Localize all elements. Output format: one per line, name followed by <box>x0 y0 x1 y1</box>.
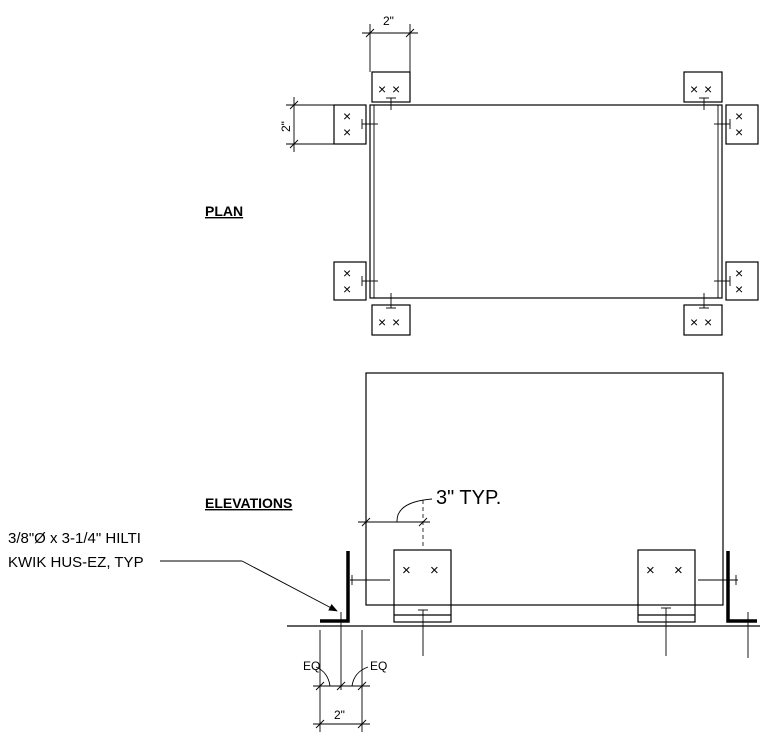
plan-title: PLAN <box>205 203 243 219</box>
svg-text:×: × <box>392 81 400 97</box>
elevation-unit-outline <box>365 372 724 606</box>
plan-view: PLAN 2" 2" × × <box>205 14 759 336</box>
plan-dim-top-label: 2" <box>383 14 394 28</box>
clip-top-left-horizontal: × × <box>371 71 411 110</box>
plan-dim-left: 2" <box>279 97 334 152</box>
angle-clip-right <box>698 551 757 658</box>
clip-bottom-right-vertical: × × <box>714 261 759 301</box>
clip-bottom-left-horizontal: × × <box>371 293 411 336</box>
svg-text:×: × <box>690 81 698 97</box>
dim-bottom-label: 2" <box>334 708 345 722</box>
clip-bottom-left-vertical: × × <box>333 261 378 301</box>
svg-text:×: × <box>378 314 386 330</box>
clip-top-right-horizontal: × × <box>683 71 723 110</box>
dim-3in-typ: 3" TYP. <box>358 487 501 548</box>
clip-bottom-right-horizontal: × × <box>683 293 723 336</box>
clip-top-right-vertical: × × <box>714 104 759 145</box>
svg-text:×: × <box>430 562 439 579</box>
svg-text:×: × <box>343 281 351 297</box>
svg-text:×: × <box>704 81 712 97</box>
elevation-view: ELEVATIONS × × × × <box>8 372 760 732</box>
svg-text:×: × <box>646 562 655 579</box>
anchor-callout: 3/8"Ø x 3-1/4" HILTI KWIK HUS-EZ, TYP <box>8 530 338 612</box>
eq-right-label: EQ <box>370 659 387 673</box>
plan-dim-top: 2" <box>362 14 418 72</box>
anchor-note-line2: KWIK HUS-EZ, TYP <box>8 554 144 571</box>
foot-right: × × <box>637 549 696 656</box>
svg-text:×: × <box>343 265 351 281</box>
svg-text:×: × <box>343 108 351 124</box>
svg-text:×: × <box>674 562 683 579</box>
clip-top-left-vertical: × × <box>333 104 378 145</box>
svg-text:×: × <box>704 314 712 330</box>
plan-unit-outline <box>369 104 723 299</box>
svg-text:×: × <box>735 265 743 281</box>
svg-text:×: × <box>690 314 698 330</box>
angle-clip-left <box>320 551 390 690</box>
svg-text:×: × <box>735 124 743 140</box>
eq-left-label: EQ <box>303 659 320 673</box>
plan-dim-left-label: 2" <box>279 121 293 132</box>
svg-text:×: × <box>392 314 400 330</box>
svg-text:×: × <box>343 124 351 140</box>
svg-text:×: × <box>378 81 386 97</box>
svg-text:×: × <box>402 562 411 579</box>
foot-left: × × <box>393 549 452 656</box>
svg-text:×: × <box>735 108 743 124</box>
dim-eq-bottom: EQ EQ 2" <box>303 630 387 732</box>
anchor-note-line1: 3/8"Ø x 3-1/4" HILTI <box>8 530 141 547</box>
svg-text:×: × <box>735 281 743 297</box>
typ-note: 3" TYP. <box>436 487 501 509</box>
elevations-title: ELEVATIONS <box>205 495 292 511</box>
